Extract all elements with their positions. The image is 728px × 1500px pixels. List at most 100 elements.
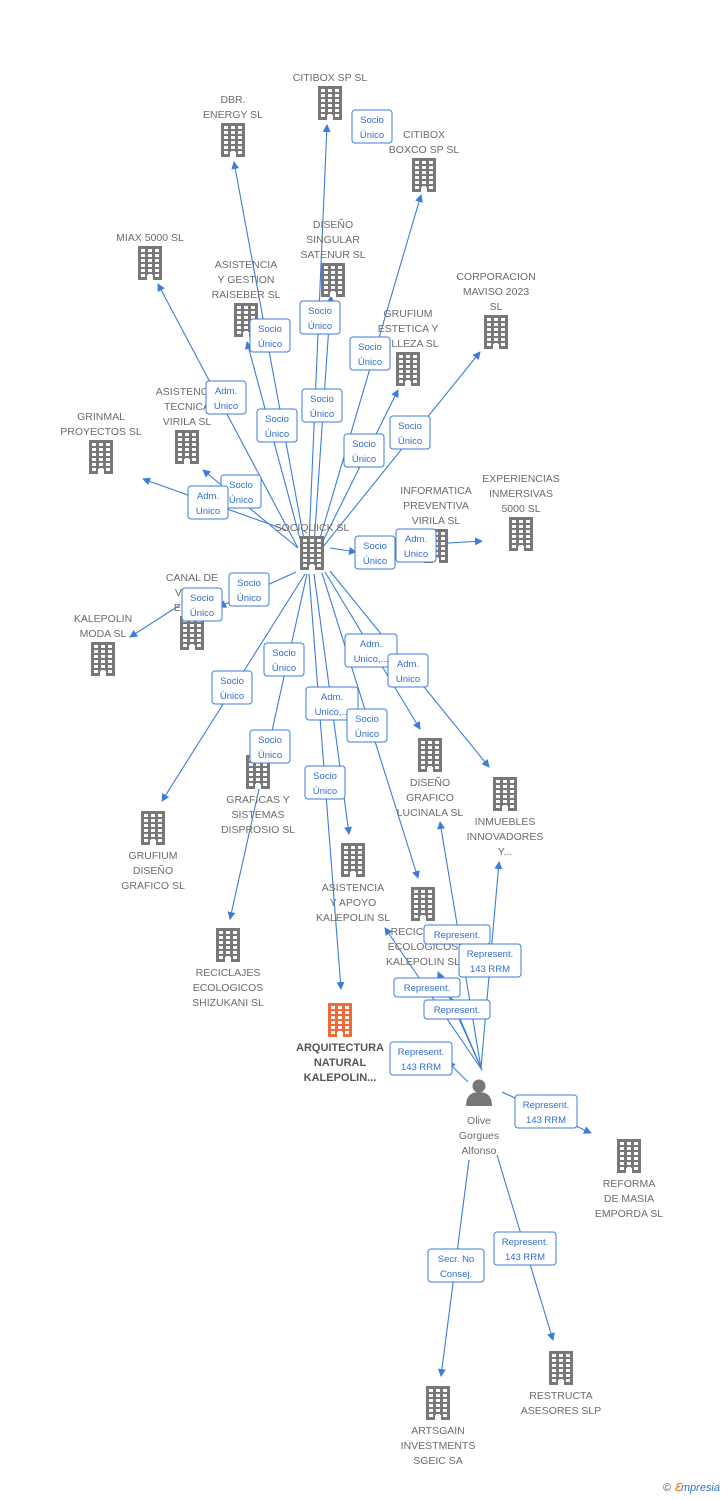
relation-label-text: 143 RRM <box>401 1062 441 1073</box>
relation-label-border <box>395 528 437 563</box>
node-label-line: VIRILA SL <box>163 416 212 428</box>
building-icon <box>91 642 115 676</box>
relation-label-text: Socio <box>265 414 289 425</box>
relation-label-text: Único <box>360 130 384 141</box>
relation-label-box[interactable]: Adm.Unico,... <box>305 686 359 721</box>
relation-label-text: Unico <box>404 549 428 560</box>
node-label-line: VIRILA SL <box>412 515 461 527</box>
relation-label-box[interactable]: Represent. <box>423 924 491 945</box>
relation-label-border <box>389 415 431 450</box>
node-label-line: KALEPOLIN SL <box>386 956 460 968</box>
relation-label-box[interactable]: Adm. Unico <box>395 528 437 563</box>
relation-label-text: Socio <box>355 714 379 725</box>
node-sociquick[interactable]: SOCIQUICK SL <box>275 522 350 570</box>
relation-label-border <box>343 433 385 468</box>
node-inmuebles[interactable]: INMUEBLESINNOVADORESY... <box>467 777 544 858</box>
relation-label-box[interactable]: Represent.143 RRM <box>514 1094 578 1129</box>
relation-label-text: Socio <box>258 735 282 746</box>
relation-label-border <box>393 977 461 998</box>
node-label-line: ASISTENCIA <box>215 259 277 271</box>
relation-label-text: Único <box>313 786 337 797</box>
node-label-line: SHIZUKANI SL <box>192 997 264 1009</box>
relation-label-box[interactable]: Represent.143 RRM <box>389 1041 453 1076</box>
node-miax[interactable]: MIAX 5000 SL <box>116 232 184 280</box>
node-label-line: Alfonso <box>461 1145 496 1157</box>
edge-labels-layer: SocioÚnicoSocioÚnicoSocioÚnicoSocioÚnico… <box>181 109 578 1283</box>
node-label-line: SISTEMAS <box>231 809 284 821</box>
node-grinmal[interactable]: GRINMAL PROYECTOS SL <box>60 411 142 474</box>
footer-brand[interactable]: ©ℇmpresia <box>663 1481 720 1494</box>
relation-label-box[interactable]: Adm.Unico <box>205 380 247 415</box>
relation-label-text: Represent. <box>502 1237 548 1248</box>
node-label-line: SL <box>490 301 503 313</box>
building-icon <box>396 352 420 386</box>
relation-label-text: Único <box>258 339 282 350</box>
relation-label-box[interactable]: Represent.143 RRM <box>458 943 522 978</box>
relation-label-box[interactable]: Represent.143 RRM <box>493 1231 557 1266</box>
relation-label-text: Adm. <box>405 534 427 545</box>
node-citibox[interactable]: CITIBOX SP SL <box>293 72 368 120</box>
node-label-line: PROYECTOS SL <box>60 426 142 438</box>
building-icon <box>493 777 517 811</box>
relation-label-text: Único <box>308 321 332 332</box>
relation-label-text: Socio <box>272 648 296 659</box>
relation-label-box[interactable]: Adm.Unico <box>187 485 229 520</box>
relation-label-box[interactable]: Adm.Unico <box>387 653 429 688</box>
node-label-line: DE MASIA <box>604 1193 654 1205</box>
relation-label-border <box>181 587 223 622</box>
node-label-line: ASISTENCIA <box>156 386 218 398</box>
relation-label-text: Unico <box>396 674 420 685</box>
edge-line-14 <box>129 604 181 638</box>
building-icon <box>318 86 342 120</box>
relation-label-box[interactable]: Adm.Unico,... <box>344 633 398 668</box>
node-arquitectura[interactable]: ARQUITECTURANATURALKALEPOLIN... <box>296 1003 384 1084</box>
node-label-line: EMPORDA SL <box>595 1208 663 1220</box>
relation-label-border <box>423 924 491 945</box>
node-label-line: MODA SL <box>80 628 127 640</box>
relation-label-text: Socio <box>308 306 332 317</box>
node-label-line: GRINMAL <box>77 411 125 423</box>
node-label-line: INFORMATICA <box>400 485 472 497</box>
relation-label-box[interactable]: Represent. <box>393 977 461 998</box>
relation-label-box[interactable]: Represent. <box>423 999 491 1020</box>
relation-label-text: Socio <box>258 324 282 335</box>
brand-logo-letter: ℇ <box>674 1482 681 1494</box>
node-dbr[interactable]: DBR.ENERGY SL <box>203 94 263 157</box>
relation-label-border <box>304 765 346 800</box>
relation-label-text: Único <box>237 593 261 604</box>
node-label-line: Y GESTION <box>218 274 275 286</box>
